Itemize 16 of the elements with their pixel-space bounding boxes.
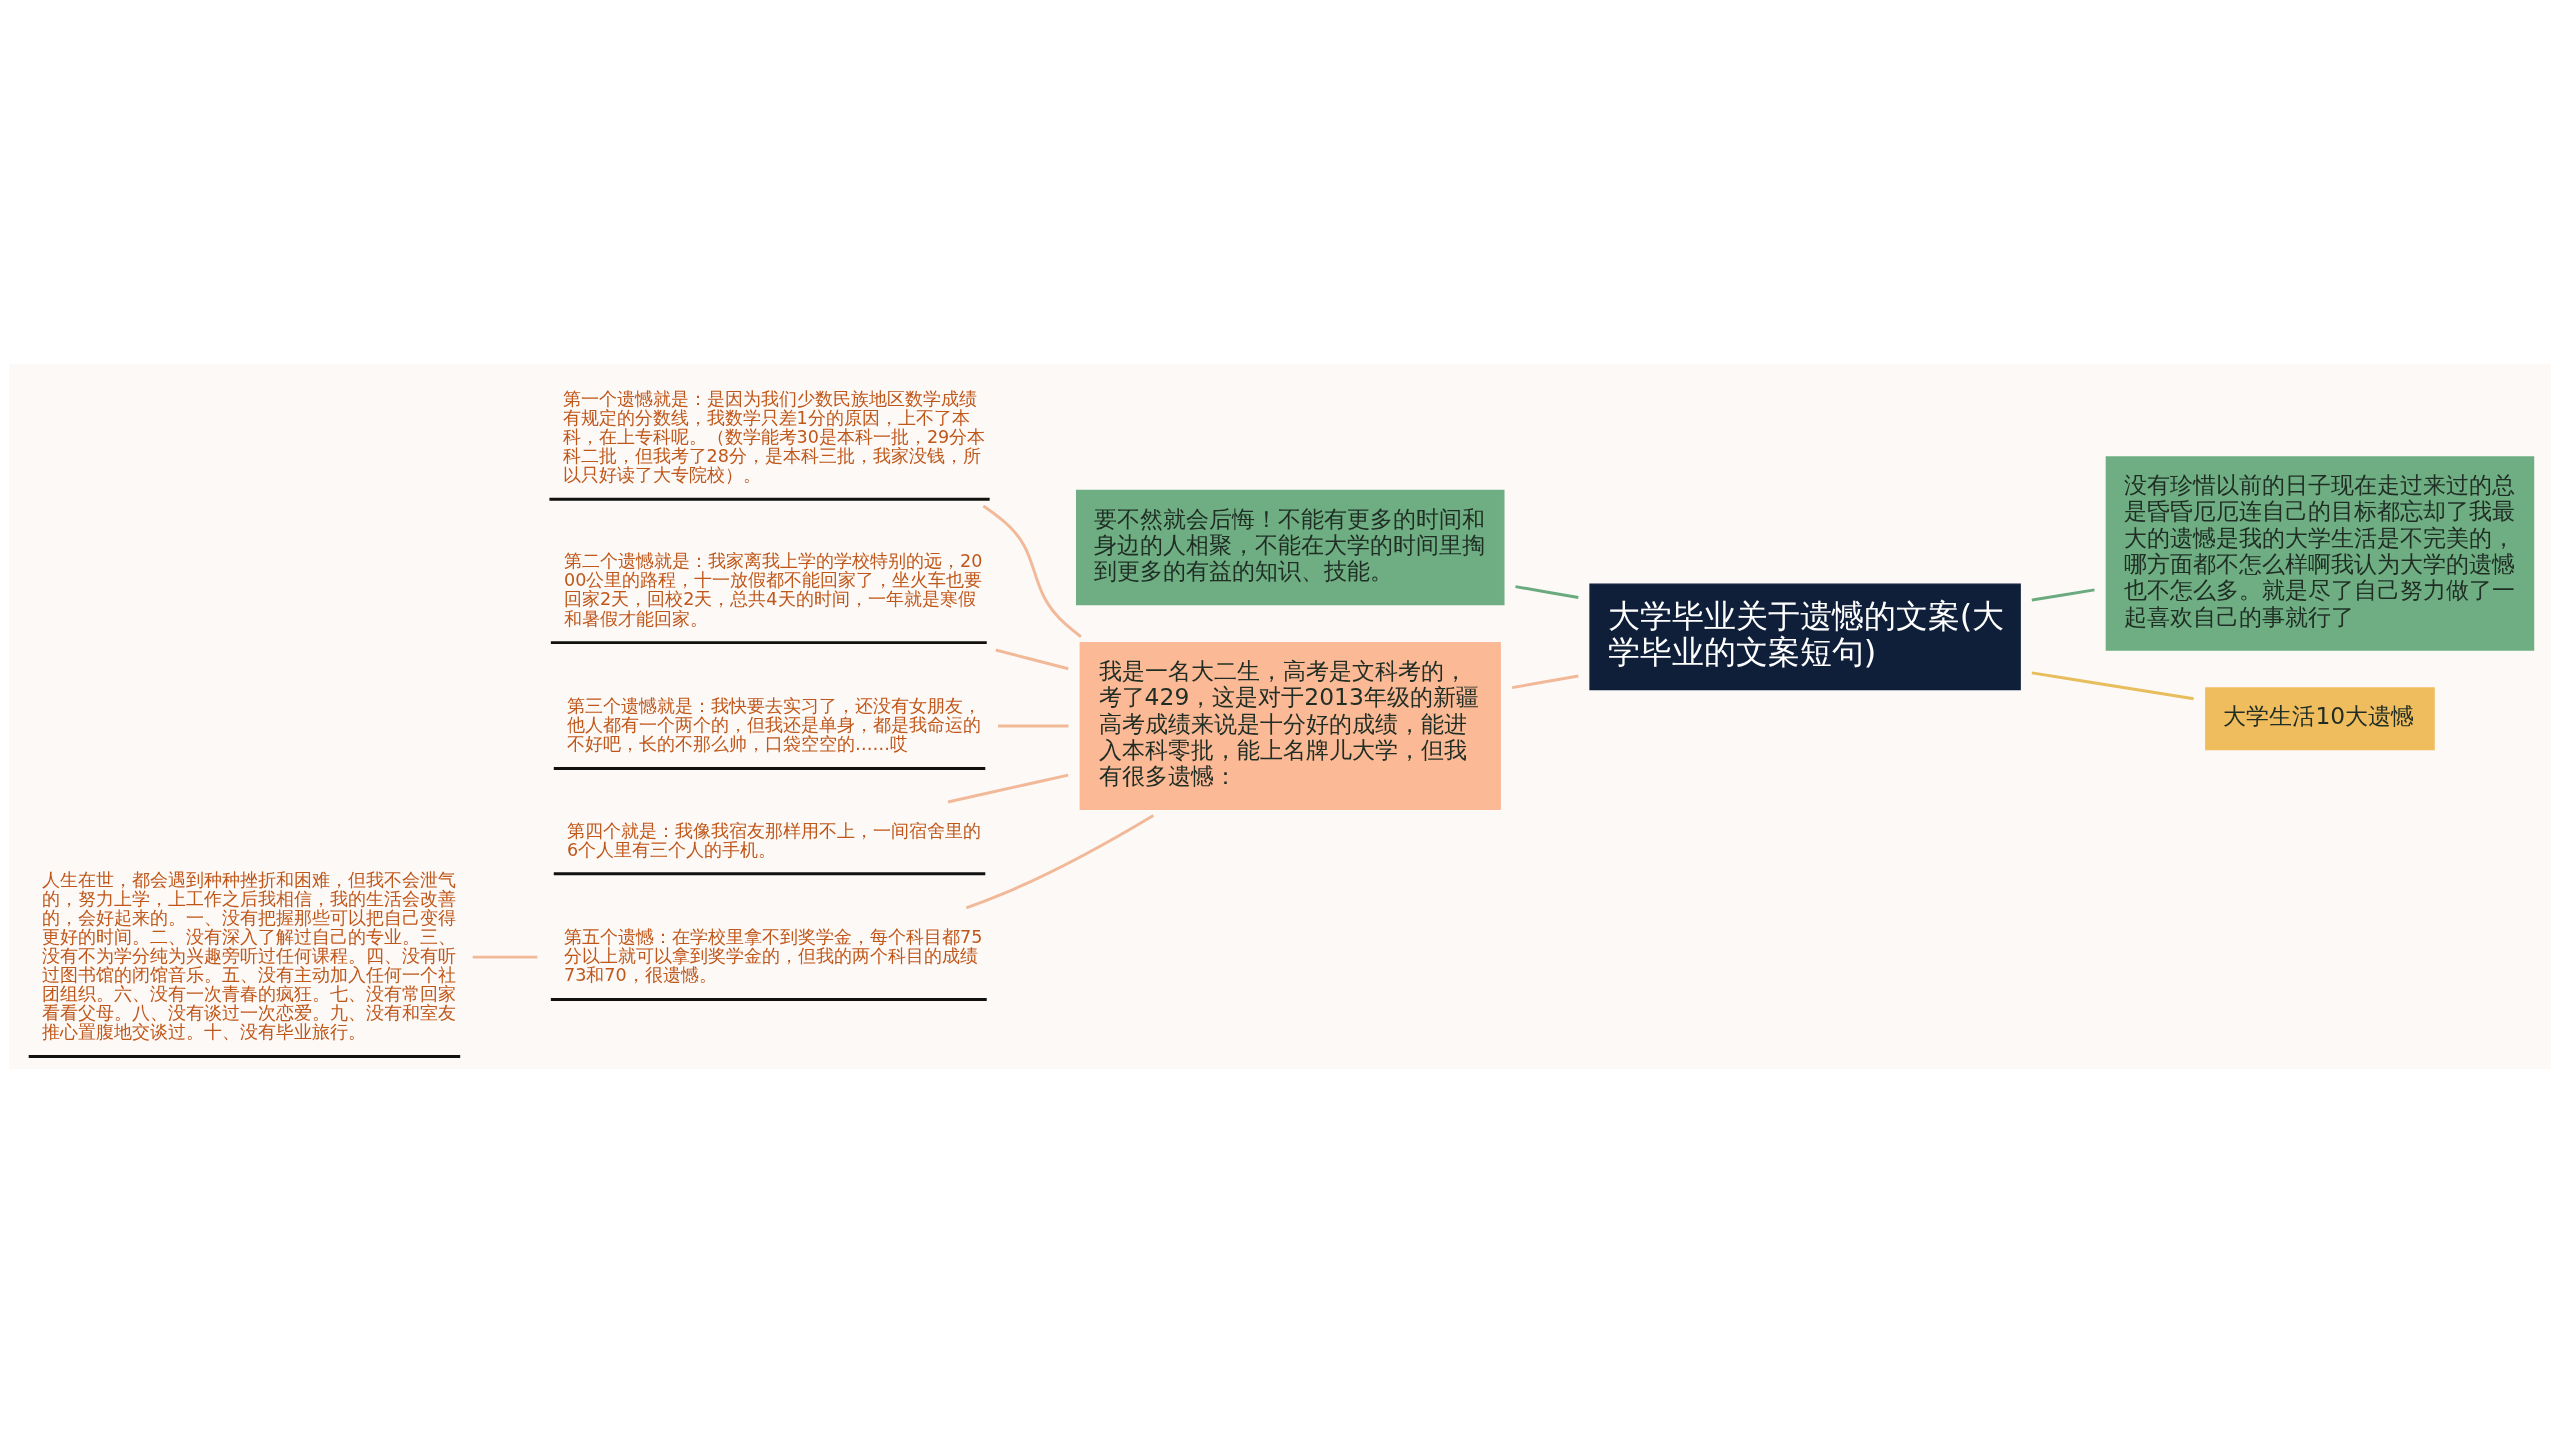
node-text: 第四个就是：我像我宿友那样用不上，一间宿舍里的6个人里有三个人的手机。 [566,820,981,860]
node-text: 第二个遗憾就是：我家离我上学的学校特别的远，2000公里的路程，十一放假都不能回家了，坐火车也要回家2天，回校2天，总共4天的时间，一年就是寒假和暑假才能回家。 [564,551,983,629]
node-text: 第三个遗憾就是：我快要去实习了，还没有女朋友，他人都有一个两个的，但我还是单身，都是我命运的不好吧，长的不那么帅，口袋空空的……哎 [566,696,981,755]
connector [995,648,1069,671]
connector [2031,671,2194,701]
connector [1515,585,1579,599]
node-text: 第一个遗憾就是：是因为我们少数民族地区数学成绩有规定的分数线，我数学只差1分的原因，上不了本科，在上专科呢。（数学能考30是本科一批，29分本科二批，但我考了28分，是本科三批，我家没钱，所以只好读了大专院校）。 [562,389,986,486]
connector [998,724,1069,728]
connector [965,814,1155,910]
connector [1511,674,1579,690]
node-text: 人生在世，都会遇到种种挫折和困难，但我不会泄气的，努力上学，上工作之后我相信，我的生活会改善的，会好起来的。一、没有把握那些可以把自己变得更好的时间。二、没有深入了解过自己的专业。三、没有不为学分纯为兴趣旁听过任何课程。四、没有听过图书馆的闭馆音乐。五、没有主动加入任何一个社团组织。六、没有一次青春的疯狂。七、没有常回家看看父母。八、没有谈过一次恋爱。九、没有和室友推心置腹地交谈过。十、没有毕业旅行。 [41,870,456,1043]
connector [472,955,538,959]
connector [947,773,1069,804]
connector [2031,588,2095,602]
node-text: 第五个遗憾：在学校里拿不到奖学金，每个科目都75分以上就可以拿到奖学金的，但我的两个科目的成绩73和70，很遗憾。 [564,927,983,986]
connector [982,504,1082,638]
